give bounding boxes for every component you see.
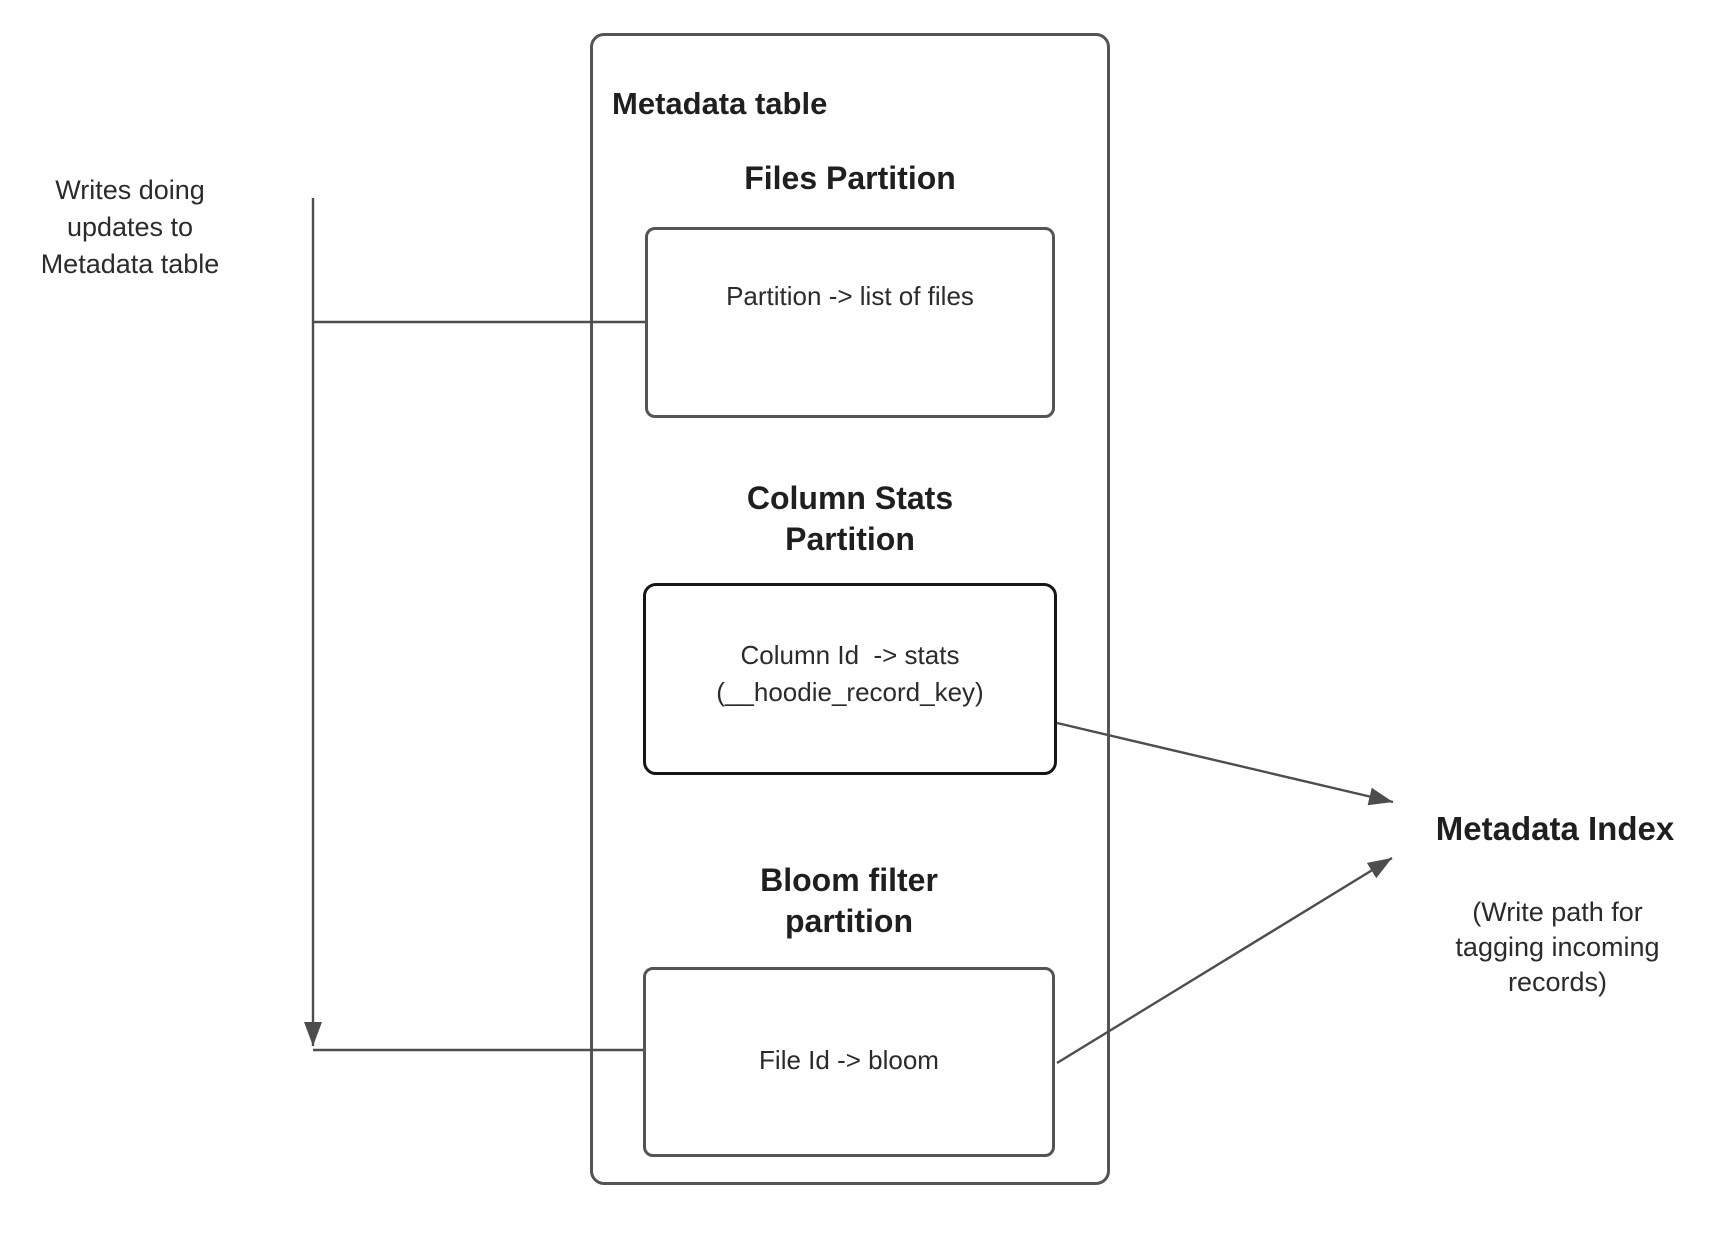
column-stats-mapping: Column Id -> stats (__hoodie_record_key)	[716, 640, 984, 707]
bloom-filter-partition-box	[643, 967, 1055, 1157]
metadata-index-title: Metadata Index	[1435, 810, 1675, 847]
files-partition-heading: Files Partition	[744, 160, 956, 196]
files-partition-box	[645, 227, 1055, 418]
metadata-table-box	[590, 33, 1110, 1185]
bloom-filter-partition-heading: Bloom filter partition	[760, 862, 938, 939]
column-stats-partition-heading: Column Stats Partition	[746, 480, 954, 557]
writes-updates-note: Writes doing updates to Metadata table	[40, 175, 220, 279]
metadata-index-subtitle: (Write path for tagging incoming records…	[1455, 897, 1660, 997]
column-stats-partition-box	[643, 583, 1057, 775]
files-partition-mapping: Partition -> list of files	[726, 281, 974, 311]
metadata-table-title: Metadata table	[612, 86, 828, 121]
bloom-filter-mapping: File Id -> bloom	[759, 1045, 939, 1075]
